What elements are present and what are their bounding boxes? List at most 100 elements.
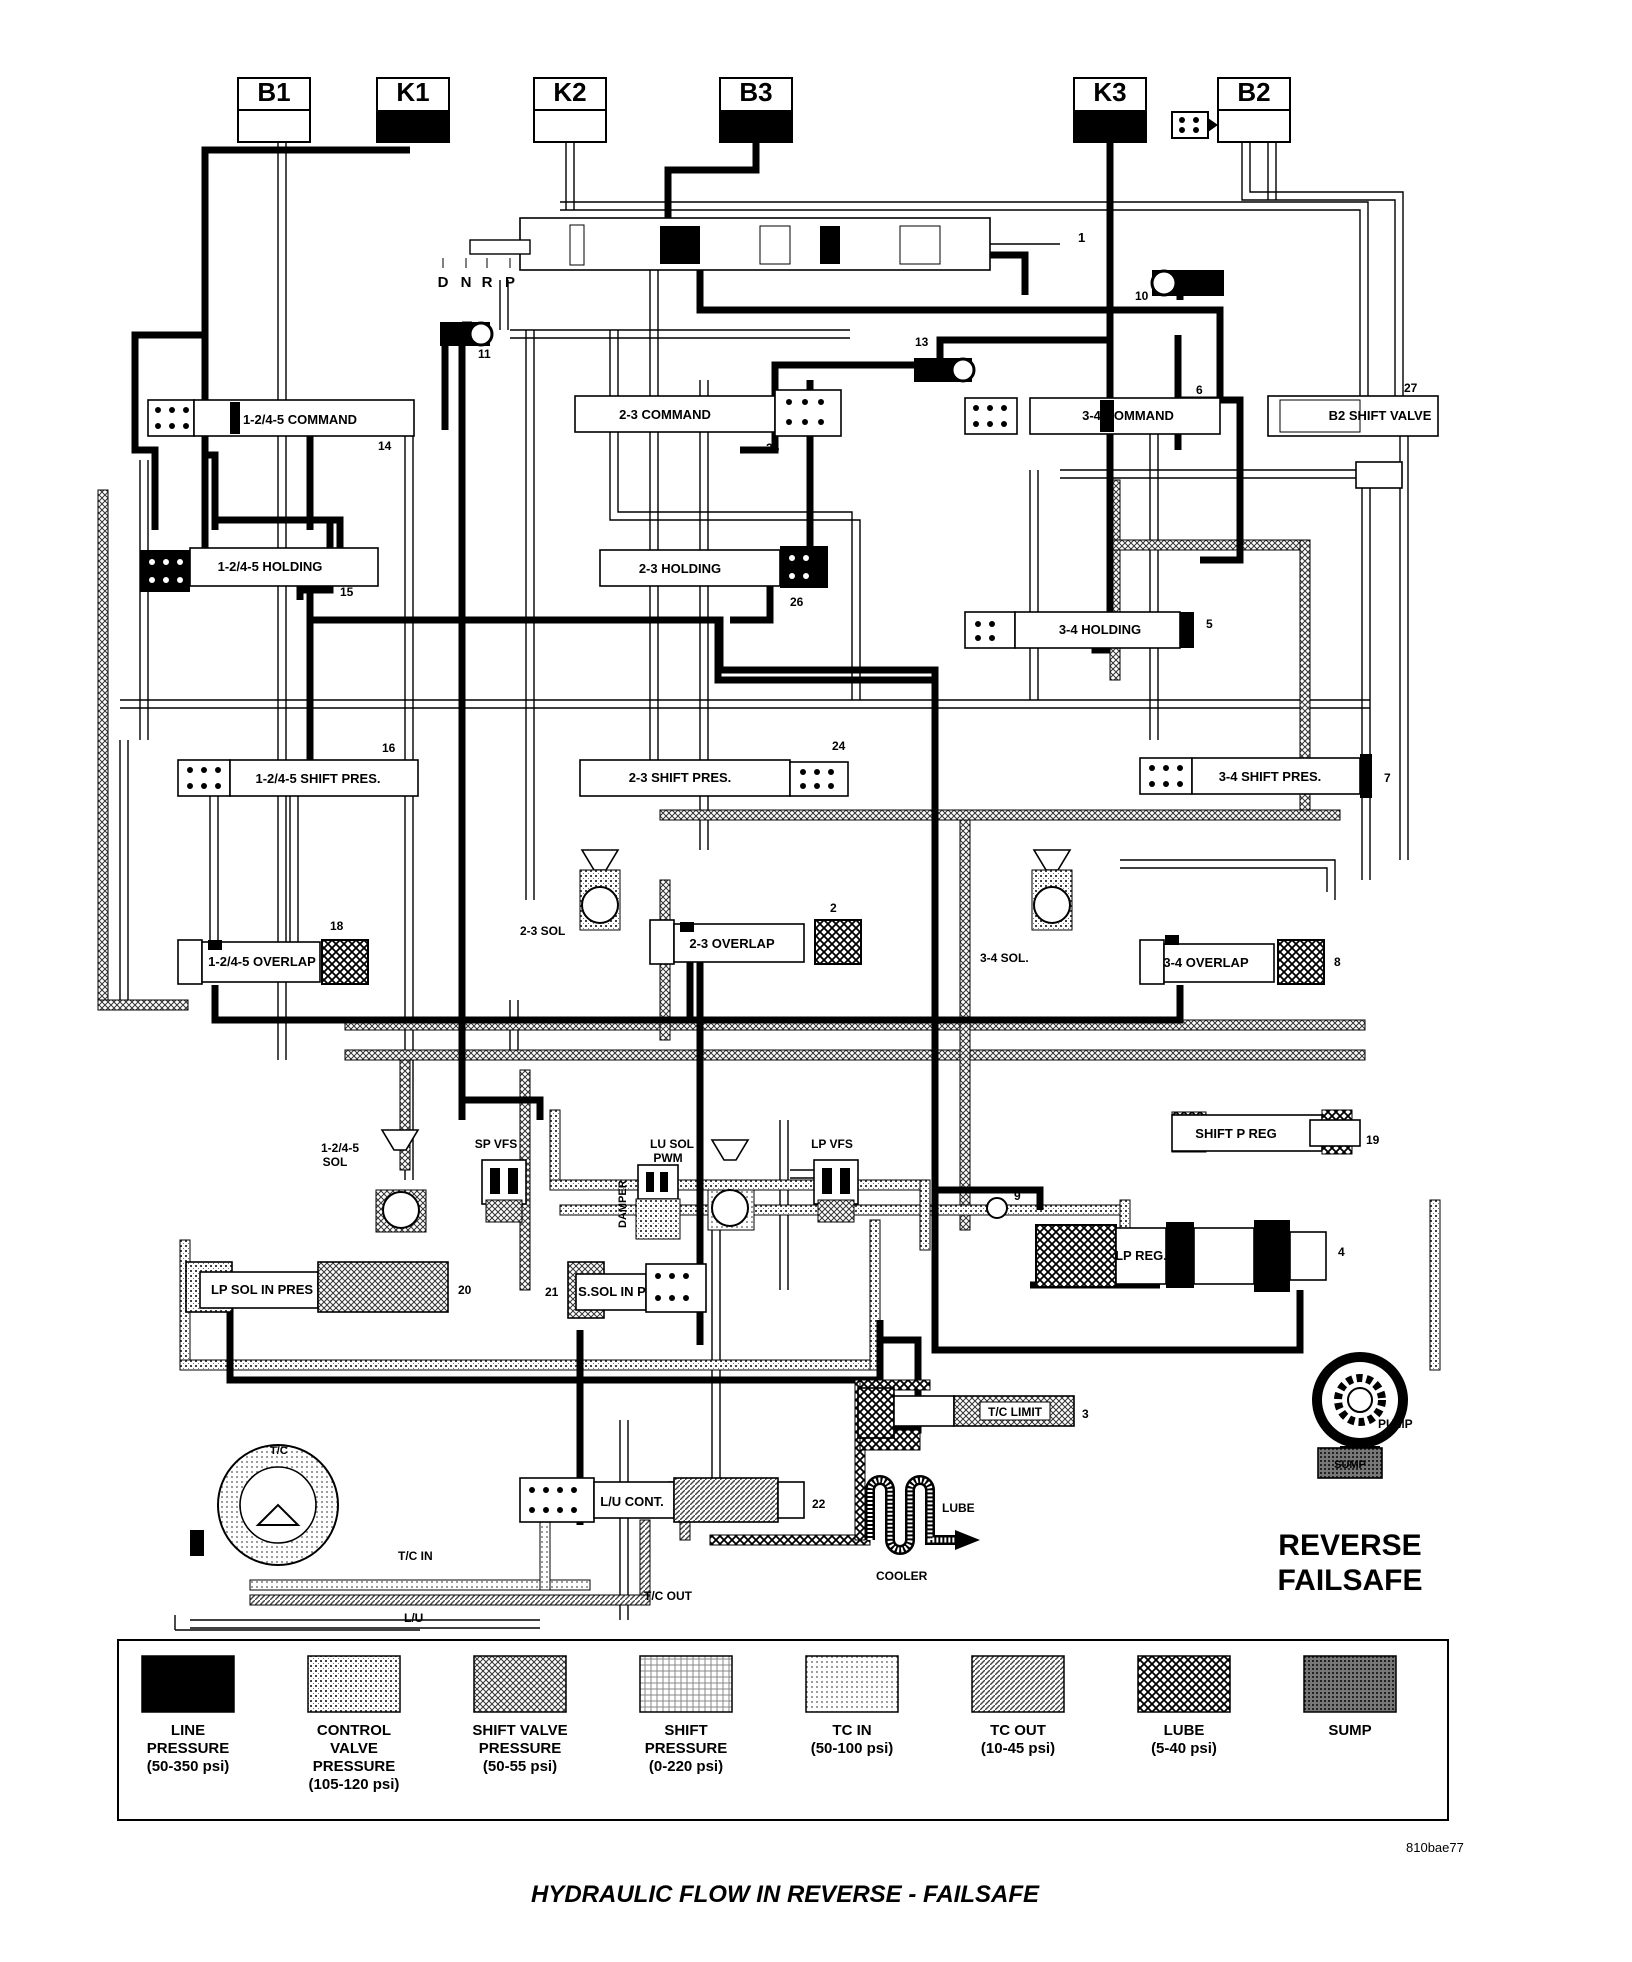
number-2: 2 <box>830 901 837 915</box>
legend-swatch-tcout <box>971 1655 1065 1713</box>
valve-1245-command[interactable]: 1-2/4-5 COMMAND 14 <box>147 399 415 453</box>
valve-1245-overlap-label: 1-2/4-5 OVERLAP <box>208 954 316 969</box>
solenoid-lu-pwm[interactable]: LU SOL PWM DAMPER <box>617 1137 694 1240</box>
legend-swatch-line <box>141 1655 235 1713</box>
number-18: 18 <box>330 919 344 933</box>
check-ball-13: 13 <box>914 335 976 383</box>
valve-1245-holding[interactable]: 1-2/4-5 HOLDING 15 <box>140 547 379 599</box>
figure-code: 810bae77 <box>1406 1840 1464 1855</box>
legend-swatch-lube <box>1137 1655 1231 1713</box>
manual-positions: D N R P <box>438 258 515 291</box>
page-title: HYDRAULIC FLOW IN REVERSE - FAILSAFE <box>531 1881 1040 1908</box>
legend-label: (10-45 psi) <box>981 1740 1055 1757</box>
position-n: N <box>461 274 472 291</box>
valve-23-command-label: 2-3 COMMAND <box>619 407 711 422</box>
legend-item-tcin: TC IN(50-100 psi) <box>805 1655 899 1757</box>
solenoid-sp-vfs[interactable]: SP VFS <box>475 1137 527 1223</box>
valve-23-command[interactable]: 2-3 COMMAND 25 <box>574 389 842 455</box>
mode-title-line-1: REVERSE <box>1278 1529 1421 1562</box>
clutch-b1-label: B1 <box>257 77 290 107</box>
legend-label: (105-120 psi) <box>309 1776 400 1793</box>
solenoid-1245-label-2: SOL <box>323 1155 348 1169</box>
number-8: 8 <box>1334 955 1341 969</box>
solenoid-lp-vfs-label: LP VFS <box>811 1137 853 1151</box>
number-20: 20 <box>458 1283 472 1297</box>
legend-label: SHIFT <box>664 1722 707 1739</box>
legend-label: CONTROL <box>317 1722 391 1739</box>
valve-34-command[interactable]: 3-4 COMMAND 6 <box>964 383 1221 435</box>
clutch-b3: B3 <box>719 77 793 143</box>
solenoid-23-label: 2-3 SOL <box>520 924 565 938</box>
valve-1245-holding-label: 1-2/4-5 HOLDING <box>218 559 323 574</box>
valve-34-holding[interactable]: 3-4 HOLDING 5 <box>964 611 1213 649</box>
lube-label: LUBE <box>942 1501 975 1515</box>
number-26: 26 <box>790 595 804 609</box>
position-d: D <box>438 274 449 291</box>
valve-tc-limit[interactable]: T/C LIMIT 3 <box>857 1387 1089 1439</box>
legend-item-tcout: TC OUT(10-45 psi) <box>971 1655 1065 1757</box>
legend-label: (50-100 psi) <box>811 1740 894 1757</box>
sump-label: SUMP <box>1334 1459 1366 1471</box>
clutch-b1: B1 <box>237 77 311 143</box>
valve-34-overlap[interactable]: 3-4 OVERLAP 8 <box>1139 935 1341 985</box>
legend-label: PRESSURE <box>147 1740 230 1757</box>
number-27: 27 <box>1404 381 1418 395</box>
number-4: 4 <box>1338 1245 1345 1259</box>
solenoid-lp-vfs[interactable]: LP VFS <box>811 1137 859 1223</box>
valve-1245-shift-pres[interactable]: 1-2/4-5 SHIFT PRES. 16 <box>177 741 419 797</box>
valve-23-shift-pres[interactable]: 2-3 SHIFT PRES. 24 <box>579 739 849 797</box>
valve-tc-limit-label: T/C LIMIT <box>988 1405 1043 1419</box>
shift-valve-pressure-lines <box>97 479 1366 1291</box>
number-25: 25 <box>766 441 780 455</box>
number-11: 11 <box>478 347 491 361</box>
legend-label: VALVE <box>330 1740 378 1757</box>
number-5: 5 <box>1206 617 1213 631</box>
line-pressure-lines <box>131 142 1304 1525</box>
cooler-label: COOLER <box>876 1569 928 1583</box>
number-7: 7 <box>1384 771 1391 785</box>
legend-swatch-shiftvalve <box>473 1655 567 1713</box>
number-15: 15 <box>340 585 354 599</box>
valve-34-command-label: 3-4 COMMAND <box>1082 408 1174 423</box>
clutch-k1: K1 <box>376 77 450 143</box>
valve-b2-shift[interactable]: B2 SHIFT VALVE 27 <box>1267 381 1439 489</box>
valve-lp-reg[interactable]: 9 LP REG. 4 <box>986 1189 1345 1292</box>
solenoid-center[interactable] <box>707 1139 755 1231</box>
manual-valve[interactable]: 1 <box>469 217 1085 271</box>
number-13: 13 <box>915 335 929 349</box>
valve-lp-reg-label: LP REG. <box>1115 1248 1167 1263</box>
valve-23-holding[interactable]: 2-3 HOLDING 26 <box>599 546 828 609</box>
solenoid-34[interactable]: 3-4 SOL. <box>980 849 1073 965</box>
valve-shift-p-reg[interactable]: SHIFT P REG 19 <box>1171 1109 1380 1155</box>
clutch-k3-label: K3 <box>1093 77 1126 107</box>
legend-label: PRESSURE <box>313 1758 396 1775</box>
valve-s-sol-in-p[interactable]: S.SOL IN P 21 <box>545 1261 707 1319</box>
valve-lu-cont-label: L/U CONT. <box>600 1494 664 1509</box>
valve-34-shift-pres-label: 3-4 SHIFT PRES. <box>1219 769 1322 784</box>
solenoid-23[interactable]: 2-3 SOL <box>520 849 621 938</box>
valve-34-shift-pres[interactable]: 3-4 SHIFT PRES. 7 <box>1139 754 1391 798</box>
damper-label: DAMPER <box>617 1180 629 1228</box>
number-16: 16 <box>382 741 396 755</box>
thin-circuits <box>119 142 1409 1631</box>
valve-23-overlap[interactable]: 2-3 OVERLAP 2 <box>649 901 862 965</box>
valve-lu-cont[interactable]: L/U CONT. 22 <box>519 1477 826 1523</box>
number-19: 19 <box>1366 1133 1380 1147</box>
valve-lp-sol-in-pres[interactable]: LP SOL IN PRES 20 <box>185 1261 472 1313</box>
clutch-b2-label: B2 <box>1237 77 1270 107</box>
valve-1245-overlap[interactable]: 1-2/4-5 OVERLAP 18 <box>177 919 369 985</box>
pump: PUMP <box>1312 1352 1413 1462</box>
number-24: 24 <box>832 739 846 753</box>
number-21: 21 <box>545 1285 559 1299</box>
number-1: 1 <box>1078 230 1085 245</box>
legend-label: TC OUT <box>990 1722 1046 1739</box>
solenoid-1245-label-1: 1-2/4-5 <box>321 1141 359 1155</box>
clutch-b2: B2 <box>1217 77 1291 143</box>
solenoid-1245[interactable]: 1-2/4-5 SOL <box>321 1129 427 1233</box>
pump-label: PUMP <box>1378 1417 1413 1431</box>
solenoid-lu-label-1: LU SOL <box>650 1137 694 1151</box>
lu-label: L/U <box>404 1611 423 1625</box>
legend-label: SUMP <box>1328 1722 1371 1739</box>
